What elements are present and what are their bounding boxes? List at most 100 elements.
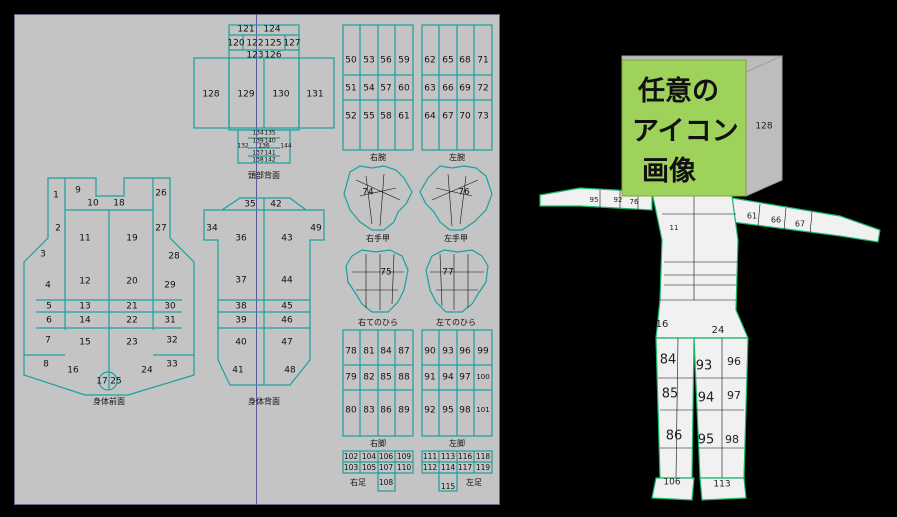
body-front-group: 1 9 10 18 26 2 11 19 27 3 28 4 12 20 29 … — [23, 177, 195, 406]
cell-114: 114 — [441, 463, 456, 472]
right-arm-group: 50 53 56 59 51 54 57 60 52 55 58 61 右腕 — [342, 24, 414, 162]
model-num-24: 24 — [712, 325, 725, 336]
cell-107: 107 — [379, 463, 394, 472]
left-leg-group: 90 93 96 99 91 94 97 100 92 95 98 101 左脚 — [421, 329, 493, 448]
cell-127: 127 — [283, 39, 300, 49]
label-body-back: 身体背面 — [248, 396, 280, 406]
cell-101: 101 — [476, 406, 489, 414]
head-side-number: 128 — [755, 122, 772, 132]
cell-46: 46 — [281, 316, 293, 326]
cell-96: 96 — [459, 347, 471, 357]
cell-9: 9 — [75, 186, 81, 196]
cell-92: 92 — [424, 406, 435, 416]
label-right-foot: 右足 — [350, 477, 366, 487]
cell-118: 118 — [476, 452, 491, 461]
label-left-palm: 左てのひら — [436, 317, 476, 327]
cell-86: 86 — [380, 406, 392, 416]
cell-97: 97 — [459, 373, 470, 383]
cell-93: 93 — [442, 347, 453, 357]
cell-12: 12 — [79, 277, 90, 287]
cell-75: 75 — [380, 268, 391, 278]
cell-50: 50 — [345, 56, 357, 66]
cell-117: 117 — [458, 463, 473, 472]
cell-115: 115 — [441, 482, 456, 491]
cell-18: 18 — [113, 199, 125, 209]
cell-54: 54 — [363, 84, 375, 94]
cell-90: 90 — [424, 347, 436, 357]
label-body-front: 身体前面 — [93, 396, 125, 406]
cell-48: 48 — [284, 366, 296, 376]
cell-41: 41 — [232, 366, 243, 376]
model-right-foot — [651, 477, 695, 501]
model-num-84: 84 — [660, 353, 677, 368]
cell-81: 81 — [363, 347, 374, 357]
cell-56: 56 — [380, 56, 392, 66]
body-back-outline — [203, 197, 325, 386]
cell-3: 3 — [40, 250, 46, 260]
cell-6: 6 — [46, 316, 52, 326]
cell-30: 30 — [164, 302, 176, 312]
cell-137: 137 — [252, 150, 264, 157]
cell-51: 51 — [345, 84, 356, 94]
cell-59: 59 — [398, 56, 410, 66]
cell-88: 88 — [398, 373, 410, 383]
cell-22: 22 — [126, 316, 137, 326]
cell-99: 99 — [477, 347, 489, 357]
model-num-113: 113 — [713, 480, 730, 490]
cell-64: 64 — [424, 112, 436, 122]
cell-142: 142 — [264, 157, 276, 164]
cell-85: 85 — [380, 373, 391, 383]
model-num-94: 94 — [698, 391, 715, 406]
cell-57: 57 — [380, 84, 391, 94]
cell-82: 82 — [363, 373, 374, 383]
cell-58: 58 — [380, 112, 392, 122]
cell-52: 52 — [345, 112, 356, 122]
cell-108: 108 — [379, 478, 394, 487]
cell-2: 2 — [55, 224, 61, 234]
cell-44: 44 — [281, 276, 293, 286]
cell-32: 32 — [166, 336, 177, 346]
cell-53: 53 — [363, 56, 374, 66]
cell-134: 134 — [252, 130, 264, 137]
cell-19: 19 — [126, 234, 138, 244]
cell-25: 25 — [110, 377, 121, 387]
cell-138: 138 — [252, 157, 264, 164]
cell-13: 13 — [79, 302, 90, 312]
label-head-back: 頭部背面 — [248, 170, 280, 180]
label-right-arm: 右腕 — [370, 152, 386, 162]
cell-106: 106 — [379, 452, 394, 461]
cell-5: 5 — [46, 302, 52, 312]
model-num-76: 76 — [630, 198, 639, 206]
cell-130: 130 — [272, 90, 289, 100]
cell-136: 136 — [258, 143, 270, 150]
left-foot-group: 111 113 116 118 112 114 117 119 115 左足 — [421, 450, 493, 492]
cell-37: 37 — [235, 276, 246, 286]
cell-42: 42 — [270, 200, 281, 210]
cell-83: 83 — [363, 406, 374, 416]
cell-87: 87 — [398, 347, 409, 357]
cell-60: 60 — [398, 84, 410, 94]
cell-63: 63 — [424, 84, 435, 94]
cell-105: 105 — [362, 463, 377, 472]
model-num-98: 98 — [725, 433, 739, 446]
cell-14: 14 — [79, 316, 91, 326]
head-back-group: 121 124 120 122 125 127 123 126 128 129 … — [193, 24, 335, 180]
label-right-hand-back: 右手甲 — [366, 233, 390, 243]
model-preview: 任意の アイコン 画像 128 95 92 76 11 61 66 67 16 … — [539, 55, 881, 501]
cell-95: 95 — [442, 406, 453, 416]
cell-36: 36 — [235, 234, 247, 244]
cell-65: 65 — [442, 56, 453, 66]
model-head-front — [621, 59, 747, 197]
cell-28: 28 — [168, 252, 180, 262]
cell-123: 123 — [246, 51, 263, 61]
label-left-hand-back: 左手甲 — [444, 233, 468, 243]
cell-67: 67 — [442, 112, 453, 122]
cell-94: 94 — [442, 373, 454, 383]
icon-label-line-2: アイコン — [632, 116, 739, 147]
right-hand-back-group: 74 右手甲 — [343, 165, 413, 243]
cell-113: 113 — [441, 452, 456, 461]
cell-144: 144 — [280, 143, 292, 150]
cell-140: 140 — [264, 138, 276, 145]
model-num-16: 16 — [656, 319, 669, 330]
